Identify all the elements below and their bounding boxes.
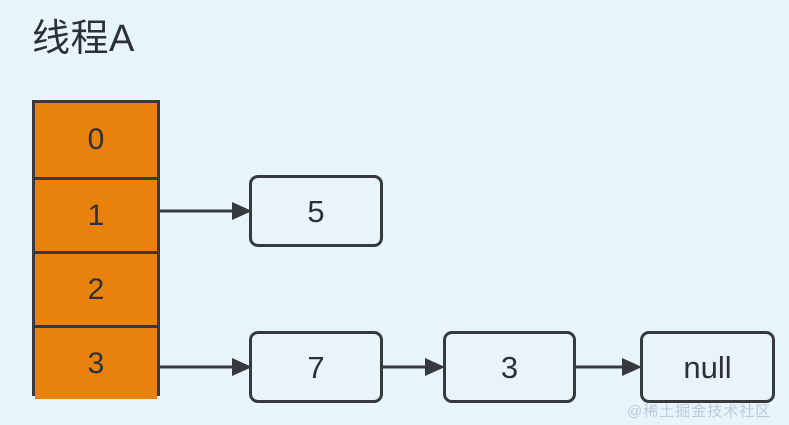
node-value-label: 3 xyxy=(500,349,519,385)
list-node-7[interactable]: 7 xyxy=(249,331,383,403)
hash-bucket-array: 0 1 2 3 xyxy=(32,100,160,399)
bucket-cell-2[interactable]: 2 xyxy=(35,251,157,325)
arrow-node7-to-node3 xyxy=(381,356,445,378)
arrow-node3-to-nodenull xyxy=(574,356,642,378)
thread-title: 线程A xyxy=(32,18,135,60)
list-node-3[interactable]: 3 xyxy=(443,331,576,403)
bucket-index-label: 1 xyxy=(87,198,105,232)
list-node-5[interactable]: 5 xyxy=(249,175,383,247)
node-value-label: 7 xyxy=(307,349,325,385)
node-value-label: 5 xyxy=(307,193,325,229)
bucket-cell-3[interactable]: 3 xyxy=(35,325,157,399)
bucket-index-label: 3 xyxy=(87,346,105,380)
bucket-cell-0[interactable]: 0 xyxy=(35,103,157,177)
arrow-bucket3-to-node7 xyxy=(160,356,252,378)
watermark: @稀土掘金技术社区 xyxy=(627,403,772,420)
arrow-bucket1-to-node5 xyxy=(160,200,252,222)
node-value-label: null xyxy=(683,349,732,385)
list-node-null[interactable]: null xyxy=(640,331,775,403)
bucket-index-label: 2 xyxy=(87,272,105,306)
bucket-index-label: 0 xyxy=(87,123,105,156)
bucket-cell-1[interactable]: 1 xyxy=(35,177,157,251)
